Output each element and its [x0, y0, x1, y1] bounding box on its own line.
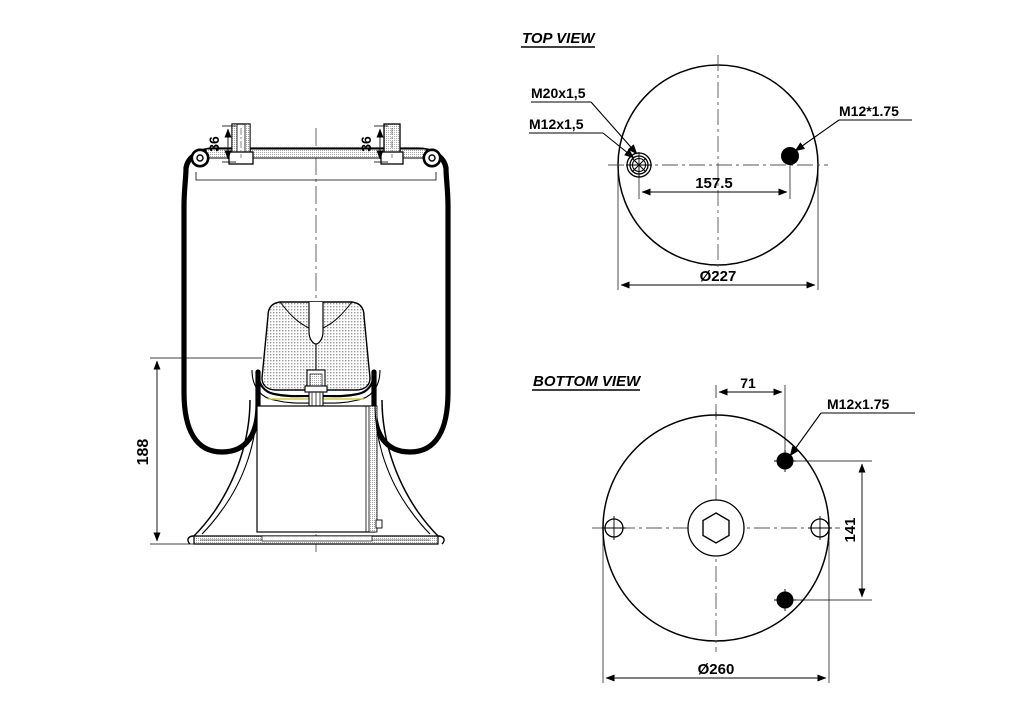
- bottom-view-hole-right: [808, 516, 832, 540]
- label-188: 188: [135, 439, 152, 466]
- piston-skirt-right-outer: [381, 399, 439, 537]
- label-m12x175-bottom: M12x1.75: [827, 396, 889, 412]
- piston-skirt-right-inner: [374, 403, 431, 535]
- top-port-right: [380, 123, 404, 165]
- label-m20x15: M20x1,5: [531, 85, 586, 101]
- internal-bumper: [261, 301, 371, 391]
- leader-m20: M20x1,5: [531, 85, 638, 155]
- bottom-view: BOTTOM VIEW: [532, 373, 915, 683]
- dimension-diameter-260: Ø260: [602, 528, 830, 683]
- bottom-view-title: BOTTOM VIEW: [533, 373, 642, 390]
- label-36-left: 36: [206, 136, 222, 152]
- leader-m12-175-top: M12*1.75: [794, 103, 912, 152]
- piston-body: [256, 405, 383, 533]
- top-view-left-port: [626, 152, 652, 178]
- piston-skirt-left-inner: [201, 403, 258, 535]
- bottom-view-hole-left: [602, 516, 626, 540]
- label-71: 71: [740, 375, 756, 391]
- dimension-71: 71: [715, 375, 786, 455]
- center-hex: [702, 512, 730, 544]
- dimension-188: 188: [135, 357, 262, 545]
- label-m12x15: M12x1,5: [529, 116, 584, 132]
- bottom-flange-plate: [187, 535, 445, 545]
- bead-roll-left-inner: [196, 154, 204, 162]
- label-diameter-227: Ø227: [700, 268, 737, 285]
- label-157-5: 157.5: [695, 175, 733, 192]
- top-view: TOP VIEW M20x1,5 M12x1,5: [521, 30, 912, 290]
- label-diameter-260: Ø260: [698, 661, 735, 678]
- dimension-141: 141: [790, 460, 872, 601]
- dimension-diameter-227: Ø227: [617, 165, 819, 290]
- bottom-view-center-boss: [687, 499, 745, 557]
- top-view-title: TOP VIEW: [522, 30, 596, 47]
- bellows-outer-right: [371, 165, 451, 455]
- dimension-36-left: 36: [206, 125, 236, 163]
- bellows-outer-left: [181, 165, 261, 455]
- bead-plate-underside: [195, 172, 437, 181]
- label-36-right: 36: [358, 136, 374, 152]
- label-141: 141: [842, 517, 859, 542]
- piston-skirt-left-outer: [193, 399, 251, 537]
- leader-m12-small: M12x1,5: [529, 116, 635, 159]
- label-m12-175-top: M12*1.75: [839, 103, 899, 119]
- bead-roll-right-inner: [428, 154, 436, 162]
- dimension-157-5: 157.5: [638, 160, 791, 199]
- main-cross-section-view: 36 36: [135, 123, 451, 556]
- center-fastener: [304, 369, 328, 407]
- top-port-left: [228, 123, 254, 165]
- dimension-36-right: 36: [358, 125, 388, 163]
- leader-m12-175-bottom: M12x1.75: [789, 396, 915, 457]
